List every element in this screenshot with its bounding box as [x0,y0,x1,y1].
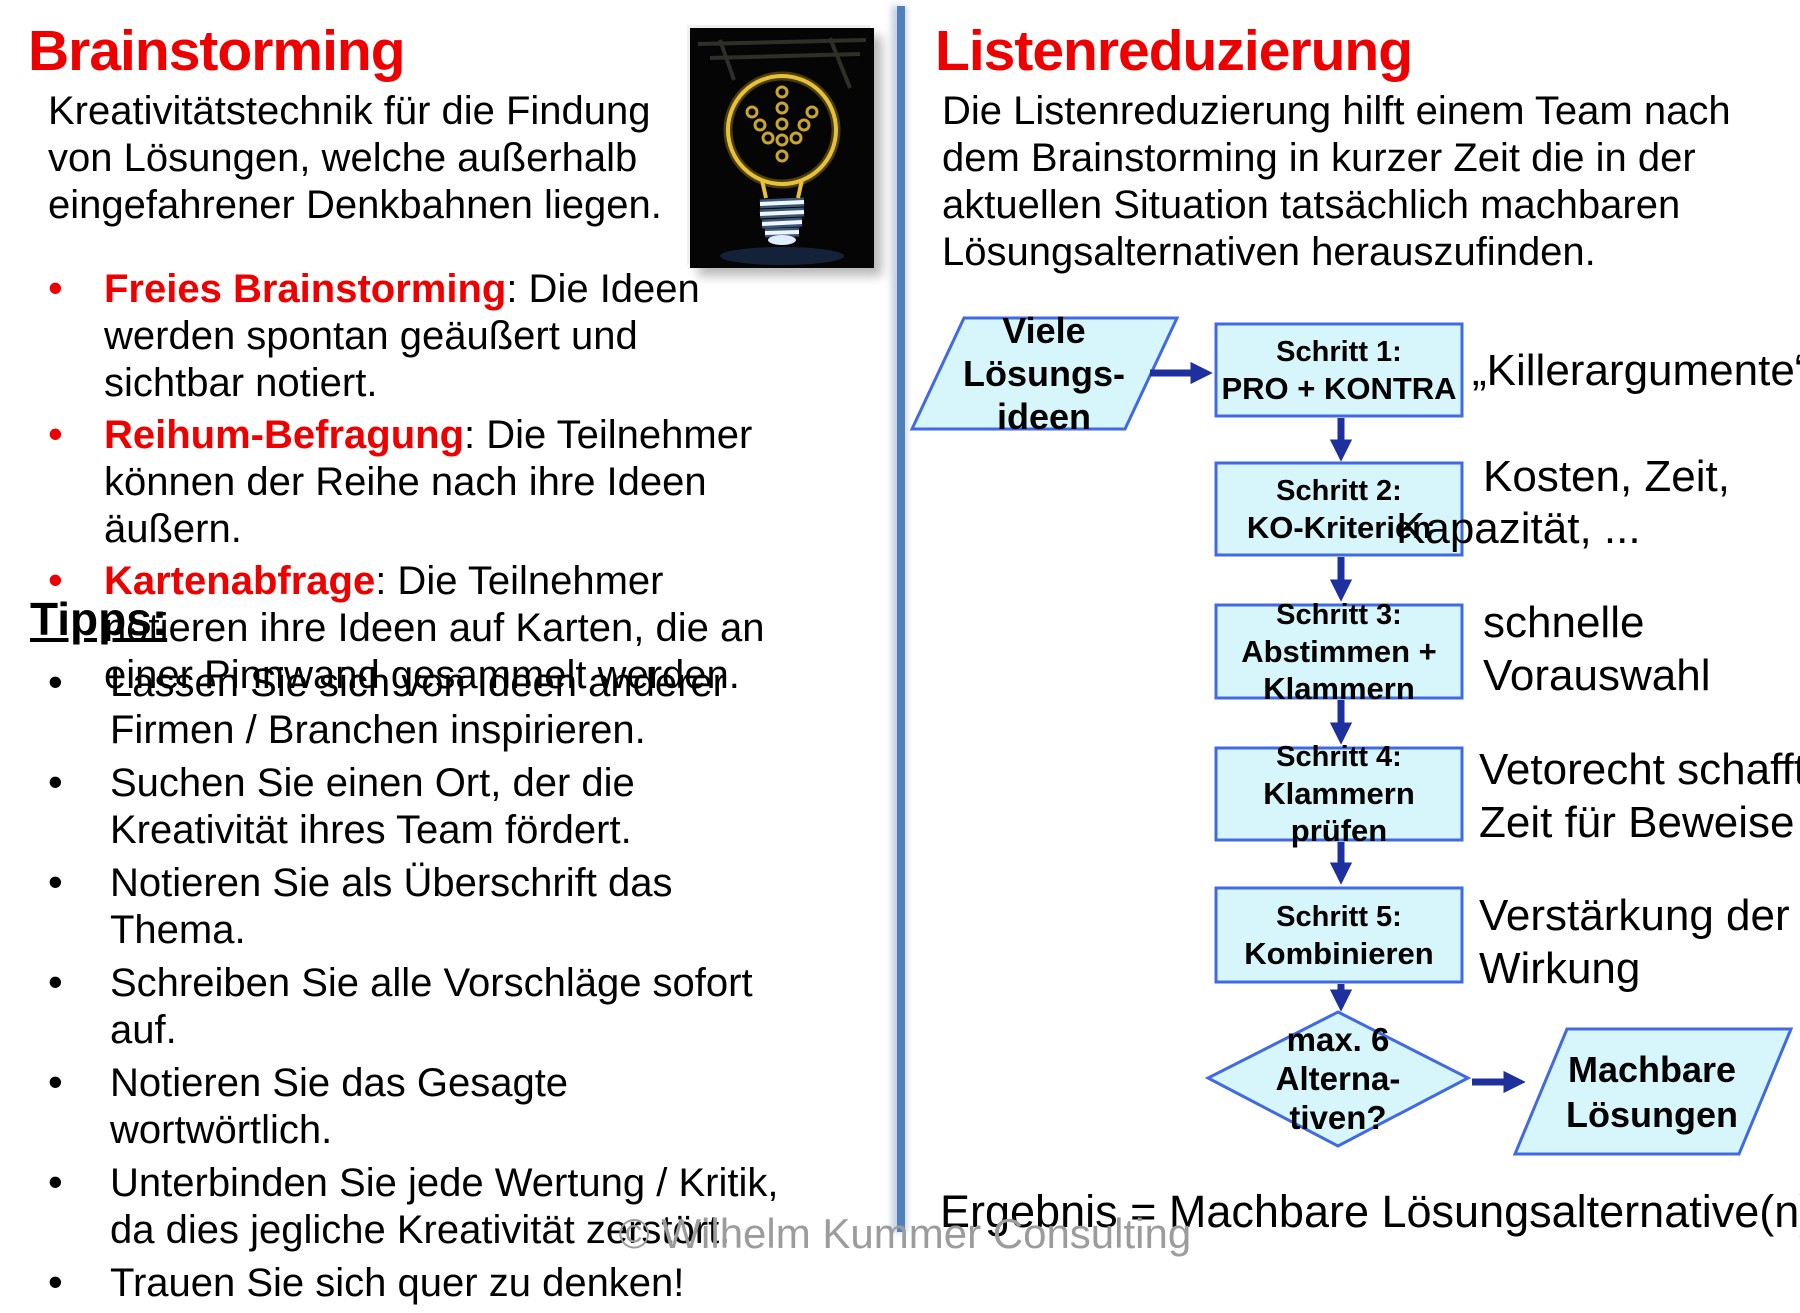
column-divider-line [897,6,905,1232]
note-kosten-zeit: Kosten, Zeit, [1483,452,1731,501]
step2-label: Schritt 2: KO-Kriterien [1216,463,1462,555]
step1-box [1214,322,1464,418]
bulb-neck [760,179,804,199]
step3-box [1214,603,1464,700]
start-parallelogram [909,316,1180,431]
note-verstaerkung: Verstärkung der [1479,891,1790,940]
step3-text: Abstimmen + Klammern [1241,633,1437,706]
step3-title: Schritt 3: [1276,598,1402,631]
bulb-screw-base [759,197,805,245]
list-item-tip: Suchen Sie einen Ort, der die Kreativitä… [30,758,800,854]
note-wirkung: Wirkung [1479,944,1641,993]
list-item-tip: Notieren Sie das Gesagte wortwörtlich. [30,1058,800,1154]
end-shape-label: Machbare Lösungen [1537,1037,1767,1147]
listenreduzierung-intro-text: Die Listenreduzierung hilft einem Team n… [942,89,1731,274]
step2-title: Schritt 2: [1276,474,1402,507]
decision-line-1: max. 6 [1286,1020,1390,1058]
end-parallelogram [1512,1027,1794,1156]
bulb-filament-beads [745,85,819,163]
light-bulb-illustration [690,28,874,268]
decision-diamond-label: max. 6 Alterna- tiven? [1218,1016,1458,1140]
step4-title: Schritt 4: [1276,741,1402,773]
note-vorauswahl: Vorauswahl [1483,651,1711,700]
copyright-footer: © Wilhelm Kummer Consulting [618,1210,1192,1257]
step4-text: Klammern prüfen [1263,776,1415,848]
list-item-tip: Notieren Sie als Überschrift das Thema. [30,858,800,954]
method-term: Reihum-Befragung [104,413,464,457]
tips-list: Lassen Sie sich von Ideen anderer Firmen… [30,658,800,1313]
right-column-title: Listenreduzierung [935,19,1413,83]
start-line-2: Lösungs- [963,353,1125,394]
left-column-title: Brainstorming [28,19,406,83]
start-line-3: ideen [996,396,1092,437]
list-item-tip: Lassen Sie sich von Ideen anderer Firmen… [30,658,800,754]
step1-title: Schritt 1: [1276,335,1402,368]
note-zeit-fuer-beweise: Zeit für Beweise [1479,798,1795,847]
step1-label: Schritt 1: PRO + KONTRA [1216,324,1462,416]
step3-label: Schritt 3: Abstimmen + Klammern [1216,599,1462,706]
bulb-outline [726,74,838,186]
step5-label: Schritt 5: Kombinieren [1216,888,1462,982]
step4-box [1214,746,1464,842]
flow-arrows [1150,361,1526,1094]
list-item-freies-brainstorming: Freies Brainstorming: Die Ideen werden s… [32,264,772,407]
list-item-tip: Unterbinden Sie jede Wertung / Kritik, d… [30,1158,800,1254]
note-killerargumente: „Killerargumente“ [1472,346,1800,395]
photo-floor-reflection [720,247,844,265]
end-line-2: Lösungen [1566,1094,1738,1135]
list-item-tip: Trauen Sie sich quer zu denken! [30,1258,800,1307]
decision-line-2: Alterna- [1275,1059,1401,1097]
result-statement: Ergebnis = Machbare Lösungsalternative(n… [940,1186,1800,1237]
step2-text: KO-Kriterien [1246,509,1432,545]
step5-title: Schritt 5: [1276,900,1402,933]
start-line-1: Viele [1002,310,1086,351]
method-description: : Die Ideen werden spontan geäußert und … [104,267,700,405]
note-vetorecht: Vetorecht schafft [1479,745,1800,794]
brainstorming-intro-text: Kreativitätstechnik für die Findung von … [48,89,662,227]
list-item-tip: Schreiben Sie alle Vorschläge sofort auf… [30,958,800,1054]
step5-text: Kombinieren [1244,935,1434,971]
step2-box [1214,461,1464,557]
list-item-reihum-befragung: Reihum-Befragung: Die Teilnehmer können … [32,410,772,553]
method-term: Freies Brainstorming [104,267,507,311]
note-kapazitaet: Kapazität, ... [1396,504,1641,553]
step5-box [1214,886,1464,984]
start-shape-label: Viele Lösungs- ideen [934,310,1154,437]
tips-heading: Tipps: [30,593,168,645]
photo-machinery-lines [697,37,867,89]
light-bulb-photo [690,28,874,268]
method-description: : Die Teilnehmer können der Reihe nach i… [104,413,753,551]
end-line-1: Machbare [1567,1049,1737,1090]
step1-text: PRO + KONTRA [1221,370,1457,406]
listenreduzierung-flowchart [909,316,1794,1156]
note-schnelle: schnelle [1483,598,1645,647]
step4-label: Schritt 4: Klammern prüfen [1216,741,1462,848]
decision-diamond [1204,1010,1472,1148]
decision-line-3: tiven? [1289,1098,1387,1136]
base-tip [768,235,796,245]
method-term: Kartenabfrage [104,559,376,603]
